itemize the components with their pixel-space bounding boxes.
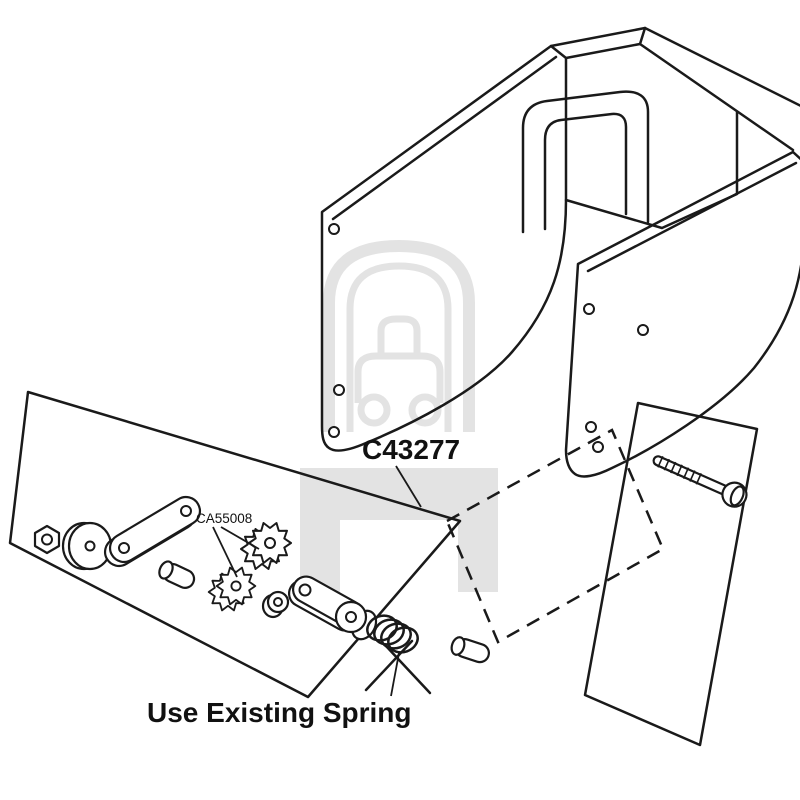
bolt-threads (657, 456, 702, 485)
roller-lever-arm (287, 575, 378, 641)
exploded-parts (33, 455, 748, 695)
dashed-mount-outline (445, 428, 665, 644)
bracket-hole (592, 441, 604, 453)
small-washer (261, 590, 290, 619)
flat-washer (61, 521, 113, 571)
hex-nut (33, 524, 61, 555)
mounting-bracket (320, 26, 800, 478)
left-panel-outline (8, 390, 462, 699)
leader-sub-part-2 (220, 526, 260, 550)
label-main-part: C43277 (362, 434, 460, 465)
spacer-bushing (158, 560, 196, 589)
bracket-right-plate (564, 150, 800, 478)
bracket-hole (333, 384, 345, 396)
leader-lines (212, 465, 422, 697)
bracket-hole (583, 303, 595, 315)
leader-sub-part-1 (212, 526, 238, 578)
bracket-hole (328, 223, 340, 235)
bracket-hole (585, 421, 597, 433)
leader-spring-note (390, 652, 400, 697)
watermark-logo (300, 239, 498, 592)
leader-main-part (395, 465, 422, 508)
hex-bolt (652, 455, 748, 508)
right-panel-outline (583, 401, 759, 747)
bracket-left-plate (320, 44, 568, 452)
bracket-hole (328, 426, 340, 438)
spacer-bushing-right (450, 636, 490, 664)
chain-sprocket-large (240, 522, 292, 570)
chain-sprocket-small (207, 566, 257, 612)
bracket-hole (637, 324, 649, 336)
label-sub-part: CA55008 (196, 511, 252, 526)
link-plate (103, 495, 202, 568)
bracket-cross-strap (521, 90, 650, 234)
torsion-spring (364, 614, 432, 695)
label-spring-note: Use Existing Spring (147, 697, 412, 728)
bracket-back-wall (564, 110, 739, 230)
